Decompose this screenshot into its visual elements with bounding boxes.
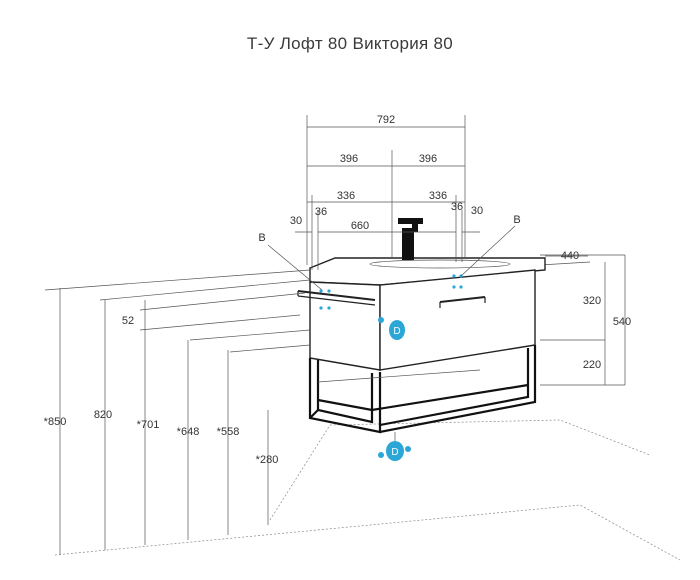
dim-36-right: 36: [451, 201, 463, 213]
label-d-side: D: [393, 326, 400, 337]
dim-540: 540: [613, 316, 631, 328]
dim-36-left: 36: [315, 206, 327, 218]
dim-220: 220: [583, 359, 601, 371]
label-b-left: B: [258, 232, 265, 244]
horizontal-dimensions: 792 396 396 336 336 36 36 30 30 660 440: [290, 114, 588, 270]
dim-396-right: 396: [419, 153, 437, 165]
drawer-handle: [439, 296, 486, 303]
washbasin-bowl: [369, 259, 511, 269]
drawing-title: Т-У Лофт 80 Виктория 80: [246, 34, 454, 53]
label-d-bottom: D: [391, 447, 398, 458]
dim-280: *280: [256, 454, 279, 466]
dim-558: *558: [217, 426, 240, 438]
drain-marker-side: [389, 320, 405, 340]
dim-396-left: 396: [340, 153, 358, 165]
dim-660: 660: [351, 220, 369, 232]
dim-52: 52: [122, 315, 134, 327]
callout-labels: B B D D: [258, 214, 520, 458]
connection-markers: [319, 274, 463, 461]
perspective-guides: [44, 254, 681, 561]
right-vertical-dimensions: 320 220 540: [583, 255, 631, 385]
dim-336-left: 336: [337, 190, 355, 202]
dim-30-left: 30: [290, 215, 302, 227]
dim-336-right: 336: [429, 190, 447, 202]
dim-850: *850: [44, 416, 67, 428]
vanity-unit: [297, 218, 546, 434]
dim-820: 820: [94, 409, 112, 421]
side-panel: [309, 281, 381, 371]
dim-701: *701: [137, 419, 160, 431]
dim-320: 320: [583, 295, 601, 307]
dim-648: *648: [177, 426, 200, 438]
faucet: [398, 218, 423, 260]
left-vertical-dimensions: *850 820 *701 *648 *558 *280 52: [44, 288, 311, 555]
dim-30-right: 30: [471, 205, 483, 217]
drawer-front: [379, 269, 536, 371]
metal-frame: [308, 345, 537, 434]
drain-marker-bottom: [386, 441, 404, 461]
dim-440: 440: [561, 250, 579, 262]
label-b-right: B: [513, 214, 520, 226]
dim-792: 792: [377, 114, 395, 126]
